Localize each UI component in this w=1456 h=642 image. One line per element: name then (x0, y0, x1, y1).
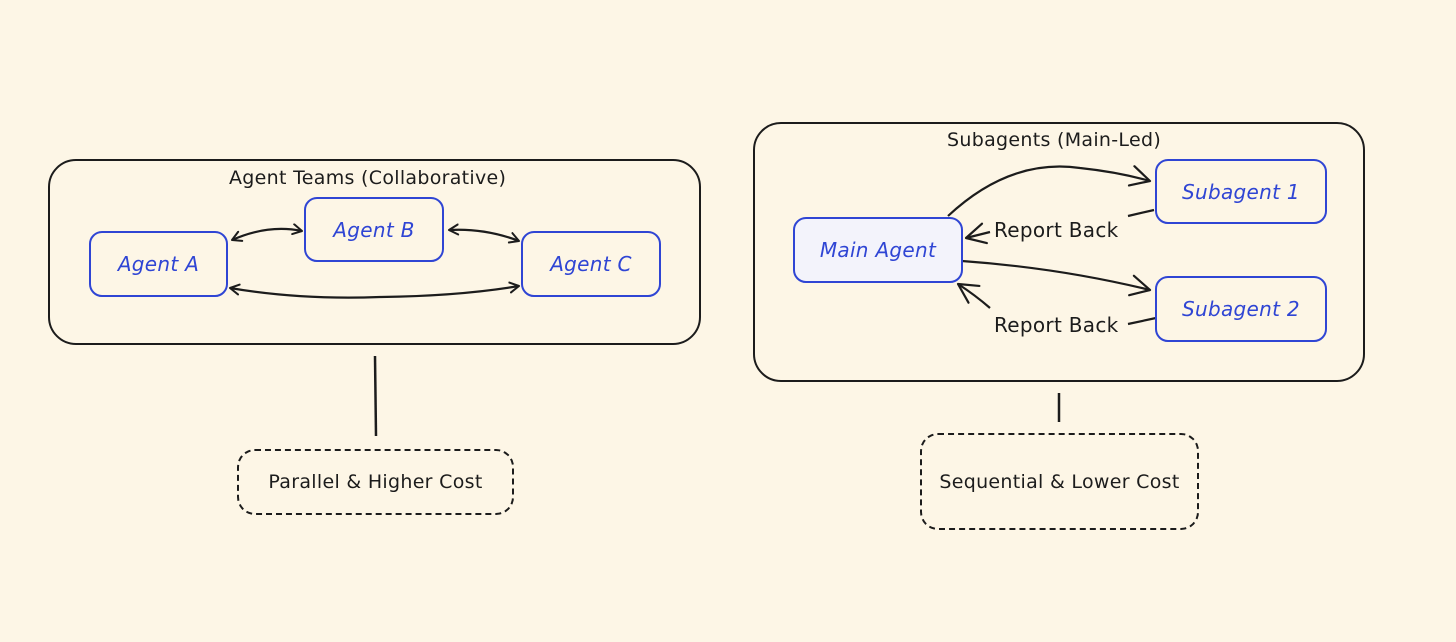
agent-b-node[interactable]: Agent B (304, 197, 444, 262)
subagent-1-node[interactable]: Subagent 1 (1155, 159, 1327, 224)
agent-teams-cost-note: Parallel & Higher Cost (237, 449, 514, 515)
report-back-label-2: Report Back (994, 313, 1119, 337)
subagent-2-node[interactable]: Subagent 2 (1155, 276, 1327, 342)
agent-teams-group (48, 159, 701, 345)
subagents-title: Subagents (Main-Led) (947, 129, 1162, 151)
agent-a-node[interactable]: Agent A (89, 231, 228, 297)
agent-teams-title: Agent Teams (Collaborative) (229, 167, 507, 189)
main-agent-node[interactable]: Main Agent (793, 217, 963, 283)
stem-agent-teams-to-note (373, 355, 378, 437)
report-back-label-1: Report Back (994, 218, 1119, 242)
agent-c-node[interactable]: Agent C (521, 231, 661, 297)
subagents-cost-note: Sequential & Lower Cost (920, 433, 1199, 530)
subagents-group (753, 122, 1365, 382)
